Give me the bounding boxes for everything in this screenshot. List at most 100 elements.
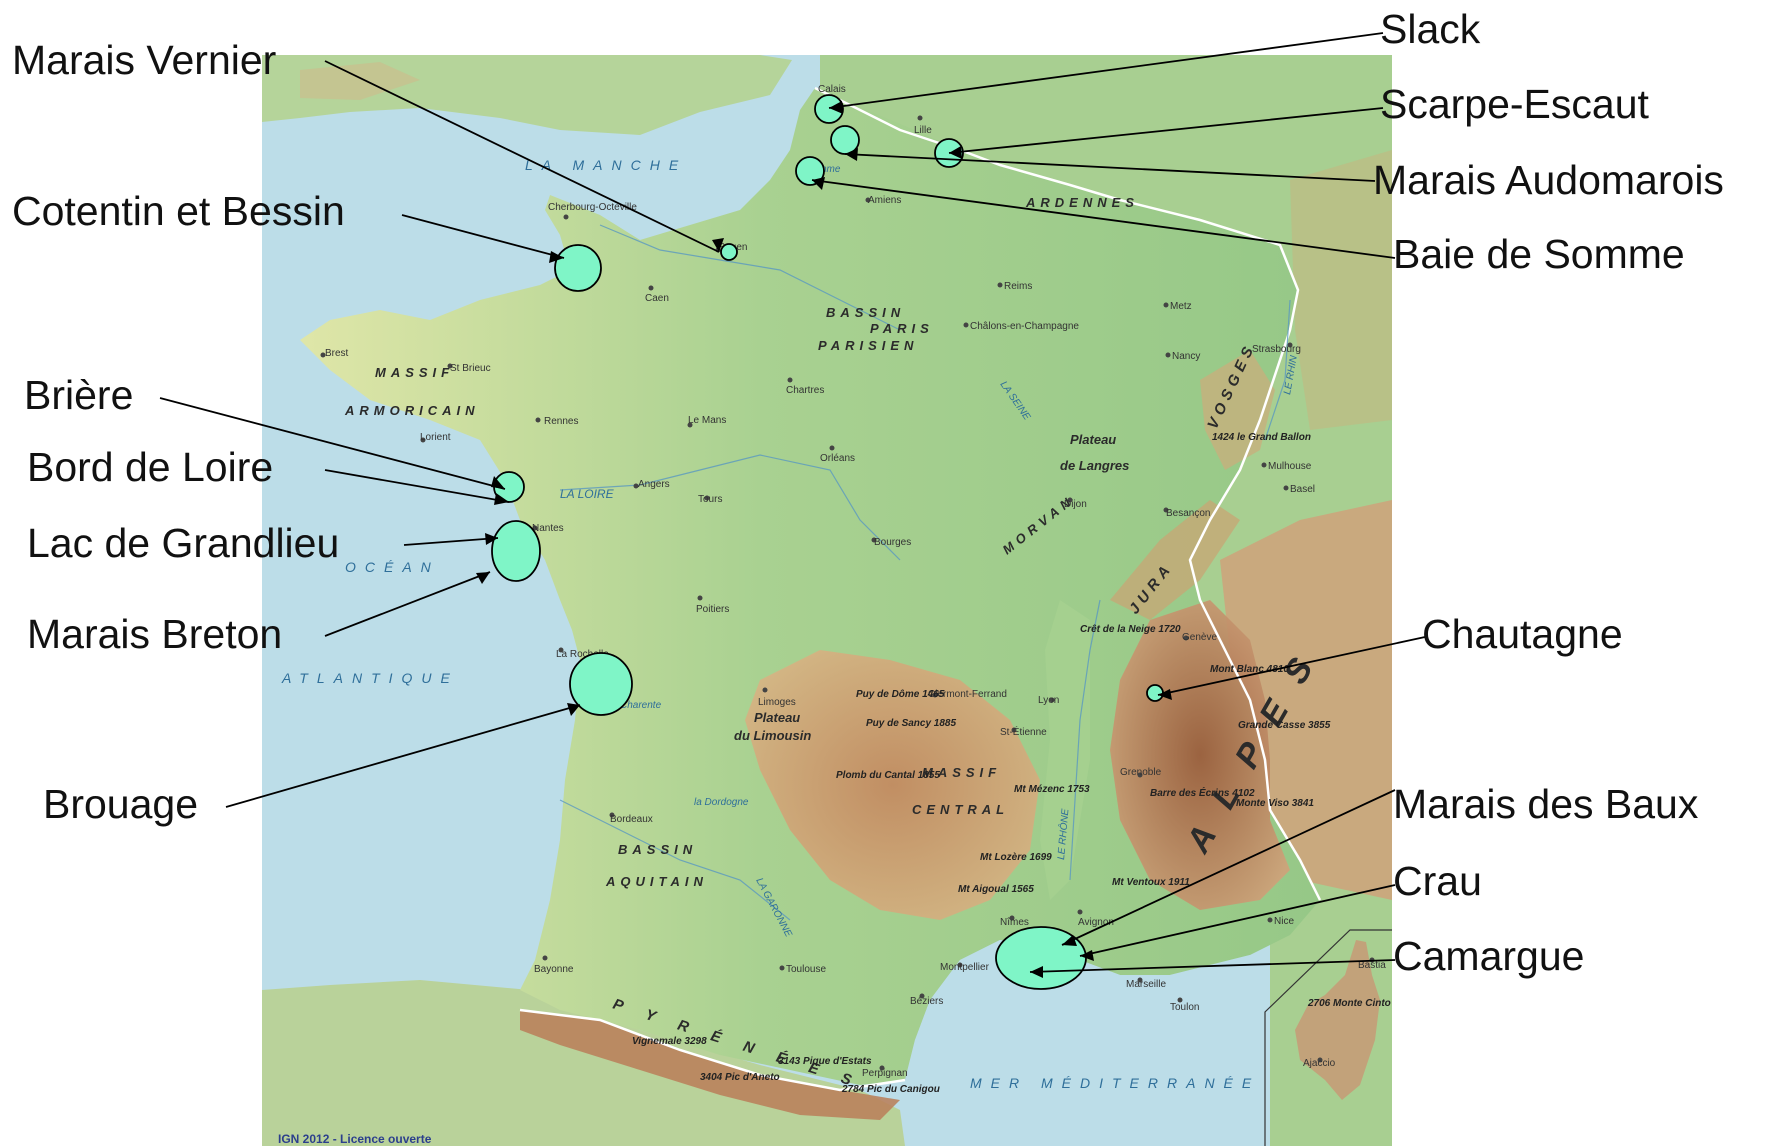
region-label: Plateau	[1070, 432, 1116, 447]
city-label: St-Étienne	[1000, 725, 1047, 738]
massif-central-relief	[745, 650, 1040, 920]
callout-marais-des-baux: Marais des Baux	[1393, 781, 1699, 827]
city-label: Bordeaux	[610, 814, 653, 825]
england-hills	[300, 62, 420, 100]
city-label: Marseille	[1126, 979, 1166, 990]
city-label: Lille	[914, 125, 932, 136]
city-label: Châlons-en-Champagne	[970, 321, 1079, 332]
peak-label: Mt Lozère 1699	[980, 852, 1052, 863]
city-label: Metz	[1170, 301, 1192, 312]
national-border	[814, 86, 1322, 901]
marker-lac-de-grandlieu[interactable]	[491, 520, 541, 582]
city-label: Bayonne	[534, 964, 574, 975]
city-label: Caen	[645, 293, 669, 304]
city-label: La Rochelle	[556, 649, 609, 660]
callout-marais-breton: Marais Breton	[27, 611, 282, 657]
callout-marais-audomarois: Marais Audomarois	[1373, 157, 1724, 203]
city-label: Toulouse	[786, 964, 826, 975]
peak-label: Vignemale 3298	[632, 1036, 707, 1047]
marker-marais-vernier[interactable]	[720, 243, 738, 261]
peak-label: Barre des Écrins 4102	[1150, 786, 1255, 799]
alps-relief	[1110, 600, 1290, 910]
city-label: Besançon	[1166, 508, 1210, 519]
peak-label: 3404 Pic d'Aneto	[700, 1072, 780, 1083]
city-label: Chartres	[786, 385, 824, 396]
river-label: LA LOIRE	[560, 487, 615, 501]
peak-label: 2706 Monte Cinto	[1307, 998, 1391, 1009]
region-label: PARIS	[870, 321, 934, 336]
city-label: Orléans	[820, 453, 855, 464]
marker-baie-de-somme[interactable]	[795, 156, 825, 186]
peak-label: Mt Aigoual 1565	[958, 884, 1034, 895]
leader-lines	[159, 32, 1426, 973]
corsica	[1295, 940, 1380, 1100]
callout-slack: Slack	[1380, 6, 1481, 52]
sea-label-atlantique: ATLANTIQUE	[281, 670, 459, 686]
city-label: Cherbourg-Octeville	[548, 202, 637, 213]
city-label: Nancy	[1172, 351, 1200, 362]
city-label: Basel	[1290, 484, 1315, 495]
city-label: Béziers	[910, 996, 943, 1007]
peak-label: 3143 Pique d'Estats	[778, 1056, 872, 1067]
region-label: CENTRAL	[912, 802, 1009, 817]
callout-bord-de-loire: Bord de Loire	[27, 444, 273, 490]
region-label: PARISIEN	[818, 338, 918, 353]
spain-border	[519, 1008, 906, 1092]
sea-label-manche: LA MANCHE	[525, 157, 687, 173]
rhone-valley	[1040, 600, 1090, 900]
marker-slack[interactable]	[814, 94, 844, 124]
region-label: BASSIN	[826, 305, 905, 320]
peak-label: Grande Casse 3855	[1238, 720, 1331, 731]
city-label: Limoges	[758, 697, 796, 708]
germany-hills	[1290, 150, 1392, 430]
peak-label: Mt Ventoux 1911	[1112, 877, 1190, 888]
region-label: du Limousin	[734, 728, 811, 743]
city-label: Grenoble	[1120, 767, 1162, 778]
arrowheads	[476, 101, 1172, 978]
marker-cotentin-bessin[interactable]	[554, 244, 602, 292]
city-label: Angers	[638, 479, 670, 490]
peak-label: 2784 Pic du Canigou	[841, 1084, 940, 1095]
river-lines	[559, 224, 1291, 921]
marker-chautagne[interactable]	[1146, 684, 1164, 702]
peak-label: Plomb du Cantal 1855	[836, 770, 940, 781]
city-label: Genève	[1182, 632, 1217, 643]
cities: Cherbourg-Octeville Caen Rouen Amiens Li…	[320, 84, 1386, 1079]
city-label: Nice	[1274, 916, 1294, 927]
city-label: Ajaccio	[1303, 1058, 1336, 1069]
jura-relief	[1110, 500, 1240, 620]
wetland-markers	[491, 94, 1164, 990]
mediterranean	[905, 940, 1270, 1146]
corsica-inset-border	[1264, 929, 1392, 1146]
city-label: Brest	[325, 348, 349, 359]
city-label: Nantes	[532, 523, 564, 534]
region-label: MASSIF	[922, 765, 1001, 780]
city-label: Lorient	[420, 432, 451, 443]
peak-label: Mont Blanc 4810	[1210, 664, 1289, 675]
marker-brouage[interactable]	[569, 652, 633, 716]
city-label: Avignon	[1078, 917, 1114, 928]
region-label: de Langres	[1060, 458, 1129, 473]
callout-scarpe-escaut: Scarpe-Escaut	[1380, 81, 1650, 127]
sea-label-med: MER MÉDITERRANÉE	[970, 1075, 1260, 1091]
callout-lac-de-grandlieu: Lac de Grandlieu	[27, 520, 339, 566]
city-label: Clermont-Ferrand	[928, 689, 1007, 700]
city-label: Lyon	[1038, 695, 1059, 706]
callout-chautagne: Chautagne	[1422, 611, 1623, 657]
city-label: Poitiers	[696, 604, 729, 615]
city-label: Tours	[698, 494, 722, 505]
peak-label: Puy de Sancy 1885	[866, 718, 956, 729]
city-label: Bourges	[874, 537, 911, 548]
river-label: Charente	[620, 700, 662, 711]
callout-cotentin-bessin: Cotentin et Bessin	[12, 188, 345, 234]
peak-label: Mt Mézenc 1753	[1014, 784, 1090, 795]
sea-label-ocean: OCÉAN	[345, 559, 440, 575]
region-label: AQUITAIN	[605, 874, 708, 889]
callout-brouage: Brouage	[43, 781, 198, 827]
city-label: Bastia	[1358, 960, 1386, 971]
peak-label: 1424 le Grand Ballon	[1212, 432, 1311, 443]
city-label: Mulhouse	[1268, 461, 1312, 472]
city-label: Le Mans	[688, 415, 726, 426]
city-label: Strasbourg	[1252, 344, 1301, 355]
